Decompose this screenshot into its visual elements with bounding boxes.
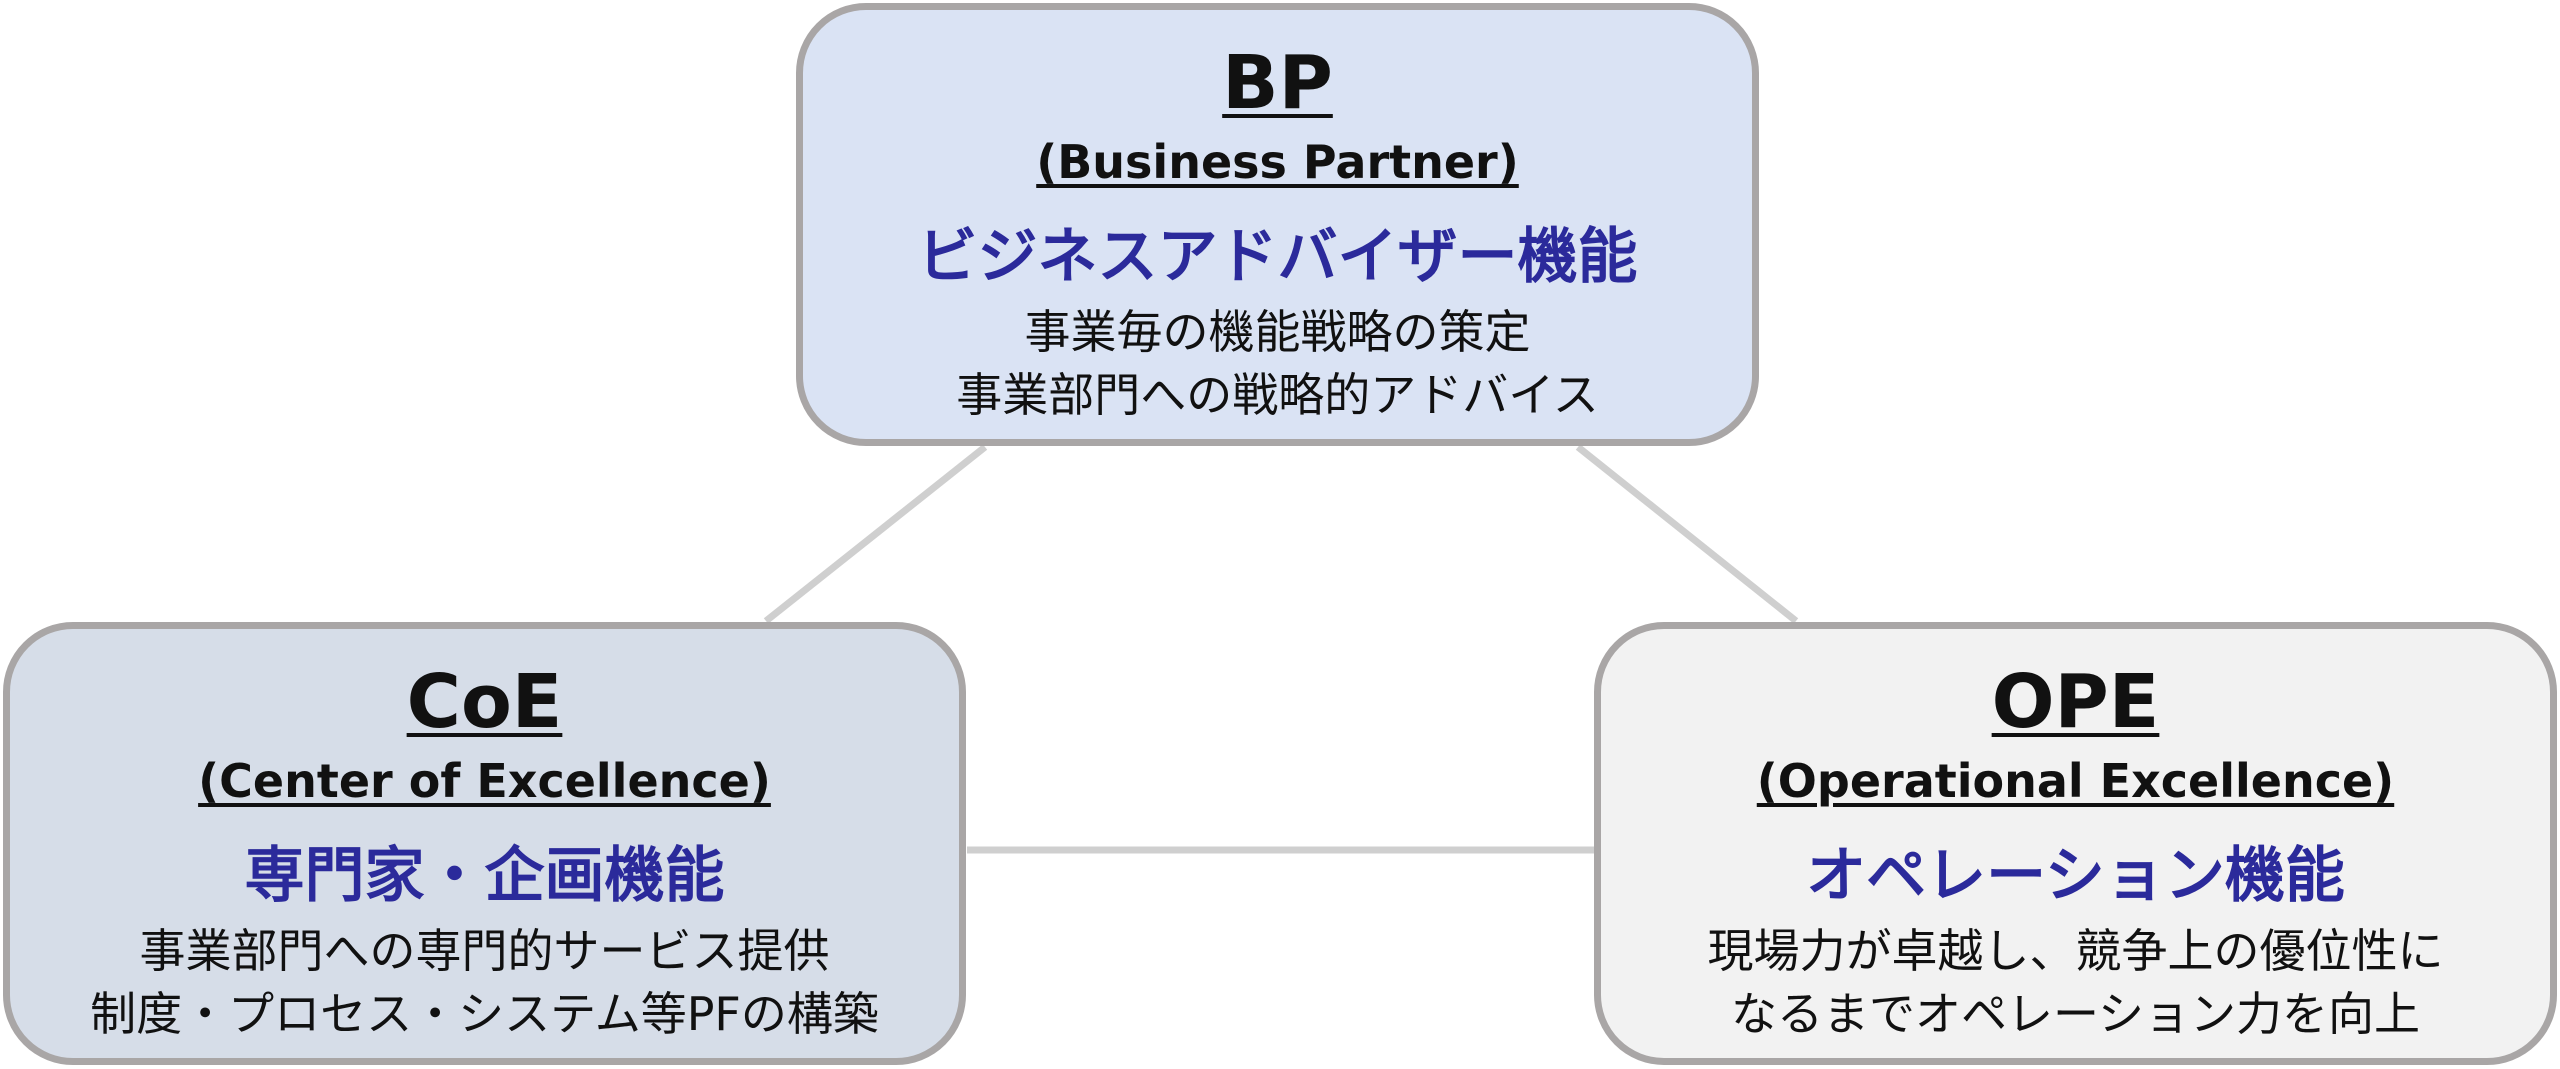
- ope-box: OPE (Operational Excellence) オペレーション機能 現…: [1594, 622, 2557, 1065]
- bp-full-name: (Business Partner): [1036, 135, 1519, 189]
- coe-abbreviation: CoE: [406, 659, 563, 745]
- ope-description-line-2: なるまでオペレーション力を向上: [1730, 987, 2421, 1041]
- connector-bp-coe: [763, 444, 988, 624]
- coe-role: 専門家・企画機能: [244, 841, 725, 911]
- connector-bp-ope: [1575, 444, 1799, 624]
- coe-description-line-2: 制度・プロセス・システム等PFの構築: [90, 987, 879, 1041]
- ope-abbreviation: OPE: [1991, 659, 2160, 745]
- bp-description-line-2: 事業部門への戦略的アドバイス: [956, 368, 1599, 422]
- ope-full-name: (Operational Excellence): [1756, 754, 2395, 808]
- bp-role: ビジネスアドバイザー機能: [917, 222, 1638, 292]
- coe-description-line-1: 事業部門への専門的サービス提供: [139, 924, 830, 978]
- bp-box: BP (Business Partner) ビジネスアドバイザー機能 事業毎の機…: [796, 3, 1759, 446]
- ope-description-line-1: 現場力が卓越し、競争上の優位性に: [1707, 924, 2444, 978]
- bp-description-line-1: 事業毎の機能戦略の策定: [1024, 305, 1531, 359]
- coe-box: CoE (Center of Excellence) 専門家・企画機能 事業部門…: [3, 622, 966, 1065]
- bp-abbreviation: BP: [1222, 40, 1333, 126]
- coe-full-name: (Center of Excellence): [198, 754, 771, 808]
- ope-role: オペレーション機能: [1806, 841, 2345, 911]
